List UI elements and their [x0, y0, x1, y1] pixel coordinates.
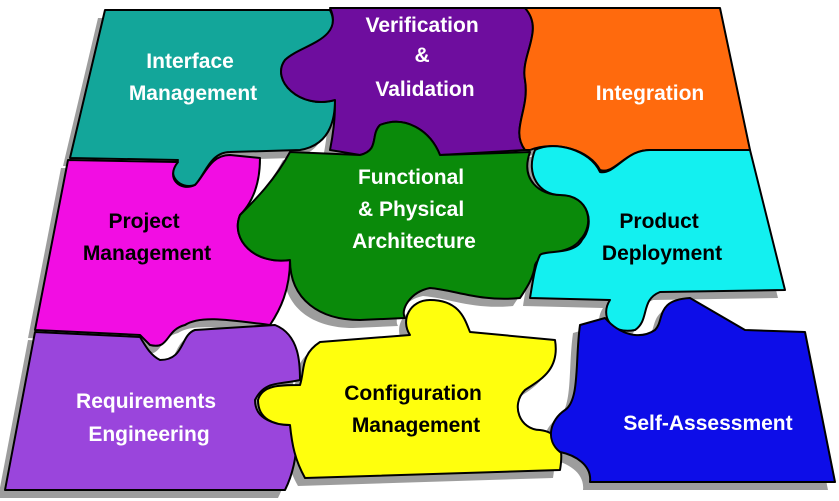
- piece-configuration-management: Configuration Management: [257, 299, 563, 479]
- project-management-label: Project Management: [83, 210, 211, 265]
- product-deployment-label: Product Deployment: [602, 210, 722, 265]
- functional-architecture-shape: [237, 120, 590, 321]
- integration-label: Integration: [596, 82, 705, 105]
- product-deployment-shape: [529, 145, 786, 332]
- functional-architecture-label: Functional & Physical Architecture: [352, 166, 476, 253]
- verification-validation-label: Verification & Validation: [365, 14, 484, 101]
- self-assessment-shape: [550, 297, 836, 483]
- requirements-engineering-label: Requirements Engineering: [76, 390, 222, 446]
- interface-management-label: Interface Management: [129, 50, 257, 105]
- piece-requirements-engineering: Requirements Engineering: [4, 324, 301, 491]
- piece-product-deployment: Product Deployment: [529, 145, 786, 332]
- piece-project-management: Project Management: [34, 154, 291, 347]
- self-assessment-label: Self-Assessment: [623, 412, 792, 435]
- piece-functional-architecture: Functional & Physical Architecture: [237, 120, 590, 321]
- piece-self-assessment: Self-Assessment: [550, 297, 836, 483]
- configuration-management-label: Configuration Management: [344, 382, 487, 437]
